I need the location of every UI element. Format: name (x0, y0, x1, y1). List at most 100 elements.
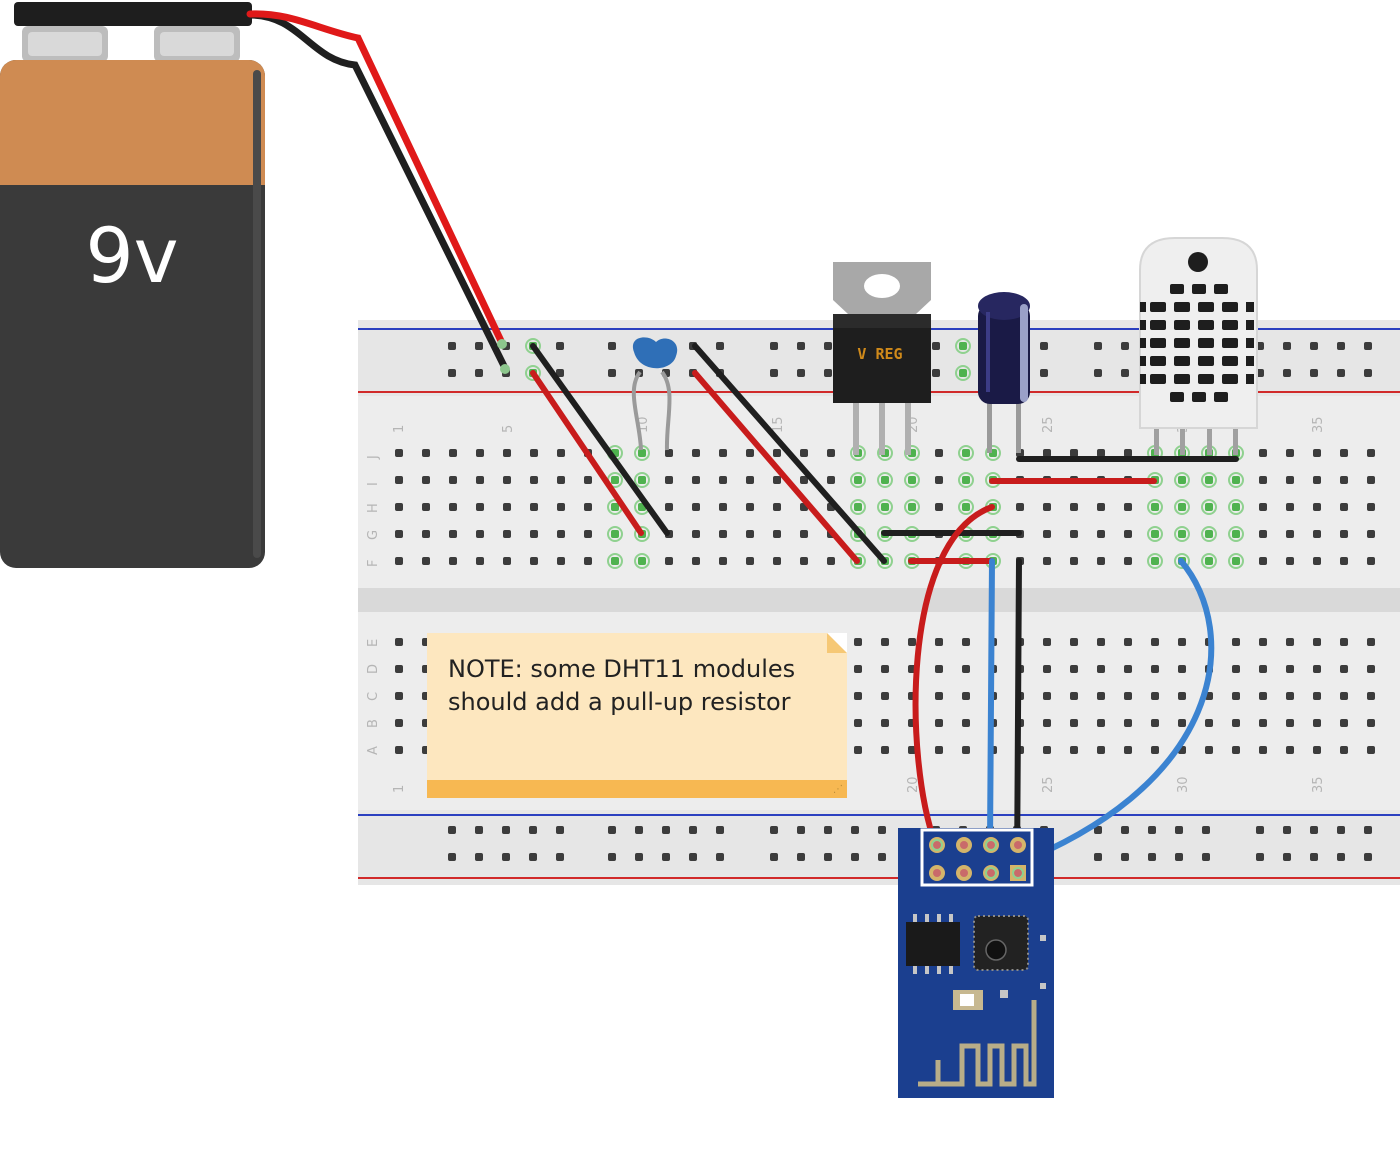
active-hole-ring (1228, 472, 1244, 488)
breadboard-hole (908, 503, 916, 511)
active-hole-ring (955, 338, 971, 354)
breadboard-hole (1097, 503, 1105, 511)
breadboard-hole (635, 853, 643, 861)
breadboard-hole (449, 503, 457, 511)
breadboard-hole (395, 449, 403, 457)
breadboard-hole (1232, 692, 1240, 700)
breadboard-hole (827, 449, 835, 457)
breadboard-hole (1151, 503, 1159, 511)
breadboard-hole (719, 449, 727, 457)
breadboard-hole (1151, 692, 1159, 700)
breadboard-hole (1313, 692, 1321, 700)
dht-pin (1233, 425, 1238, 455)
breadboard-hole (1070, 503, 1078, 511)
breadboard-hole (1313, 665, 1321, 673)
breadboard-hole (962, 719, 970, 727)
breadboard-hole (1286, 692, 1294, 700)
breadboard-hole (962, 746, 970, 754)
breadboard-hole (1043, 719, 1051, 727)
breadboard-hole (827, 476, 835, 484)
dht-grille-slot (1192, 284, 1206, 294)
ecap-body (978, 304, 1030, 404)
breadboard-hole (1286, 449, 1294, 457)
breadboard-hole (932, 342, 940, 350)
breadboard-hole (881, 665, 889, 673)
breadboard-hole (530, 557, 538, 565)
wire-blue-to-esp (987, 558, 995, 846)
row-labels: J I H G F E D C B A (366, 455, 381, 755)
breadboard-hole (1364, 369, 1372, 377)
breadboard-hole (1202, 826, 1210, 834)
dht-grille-slot (1150, 302, 1166, 312)
breadboard-hole (1121, 826, 1129, 834)
breadboard-hole (503, 530, 511, 538)
breadboard-hole (422, 503, 430, 511)
breadboard-hole (716, 826, 724, 834)
active-hole-ring (525, 338, 541, 354)
breadboard-hole (1232, 665, 1240, 673)
breadboard-hole (935, 719, 943, 727)
breadboard-hole (1070, 530, 1078, 538)
breadboard-hole (1313, 638, 1321, 646)
breadboard-hole (1205, 476, 1213, 484)
sticky-note: NOTE: some DHT11 modules should add a pu… (427, 633, 847, 798)
breadboard-hole (1178, 530, 1186, 538)
active-hole-ring (877, 553, 893, 569)
breadboard-hole (1310, 826, 1318, 834)
breadboard-hole (1367, 476, 1375, 484)
breadboard-hole (1124, 665, 1132, 673)
breadboard-hole (1313, 503, 1321, 511)
esp-soc-logo-icon (985, 939, 1007, 961)
breadboard-hole (611, 503, 619, 511)
battery-snap-connector (14, 2, 252, 26)
resize-grip-icon[interactable]: ⋰ (833, 784, 843, 795)
breadboard-hole (1259, 638, 1267, 646)
breadboard-hole (1151, 557, 1159, 565)
breadboard-hole (746, 530, 754, 538)
breadboard-hole (1205, 530, 1213, 538)
dht-grille-slot (1198, 374, 1214, 384)
breadboard-hole (1124, 638, 1132, 646)
breadboard-hole (1364, 826, 1372, 834)
dht-pin (1154, 425, 1159, 455)
breadboard-hole (611, 476, 619, 484)
regulator-pin (879, 403, 885, 455)
active-hole-ring (1147, 553, 1163, 569)
active-hole-ring (525, 365, 541, 381)
breadboard-hole (854, 638, 862, 646)
battery-terminal-negative-face (28, 32, 102, 56)
breadboard-hole (1367, 557, 1375, 565)
active-hole-ring (1201, 553, 1217, 569)
breadboard-hole (1151, 665, 1159, 673)
esp-smd (1040, 983, 1046, 989)
col-label: 25 (1041, 776, 1056, 793)
breadboard-hole (1283, 826, 1291, 834)
breadboard-hole (1232, 530, 1240, 538)
breadboard-hole (1286, 503, 1294, 511)
breadboard-hole (557, 476, 565, 484)
breadboard-hole (1202, 853, 1210, 861)
breadboard-hole (935, 476, 943, 484)
breadboard-hole (1070, 746, 1078, 754)
wire-end (985, 867, 997, 879)
row-label: E (366, 639, 381, 647)
dht-grille-slot (1140, 320, 1146, 330)
row-label: J (366, 455, 381, 460)
breadboard-hole (746, 476, 754, 484)
breadboard-hole (1337, 342, 1345, 350)
dht-grille-slot (1198, 302, 1214, 312)
dht-grille-slot (1198, 320, 1214, 330)
breadboard-hole (800, 476, 808, 484)
dht-grille-slot (1192, 392, 1206, 402)
esp-header-pins (929, 837, 1026, 881)
breadboard-hole (719, 557, 727, 565)
breadboard-hole (556, 853, 564, 861)
breadboard-hole (746, 557, 754, 565)
breadboard-hole (770, 342, 778, 350)
breadboard-hole (1340, 638, 1348, 646)
breadboard-hole (797, 342, 805, 350)
wire-end (931, 839, 943, 851)
dht-grille-slot (1246, 356, 1254, 366)
row-label: C (366, 692, 381, 701)
